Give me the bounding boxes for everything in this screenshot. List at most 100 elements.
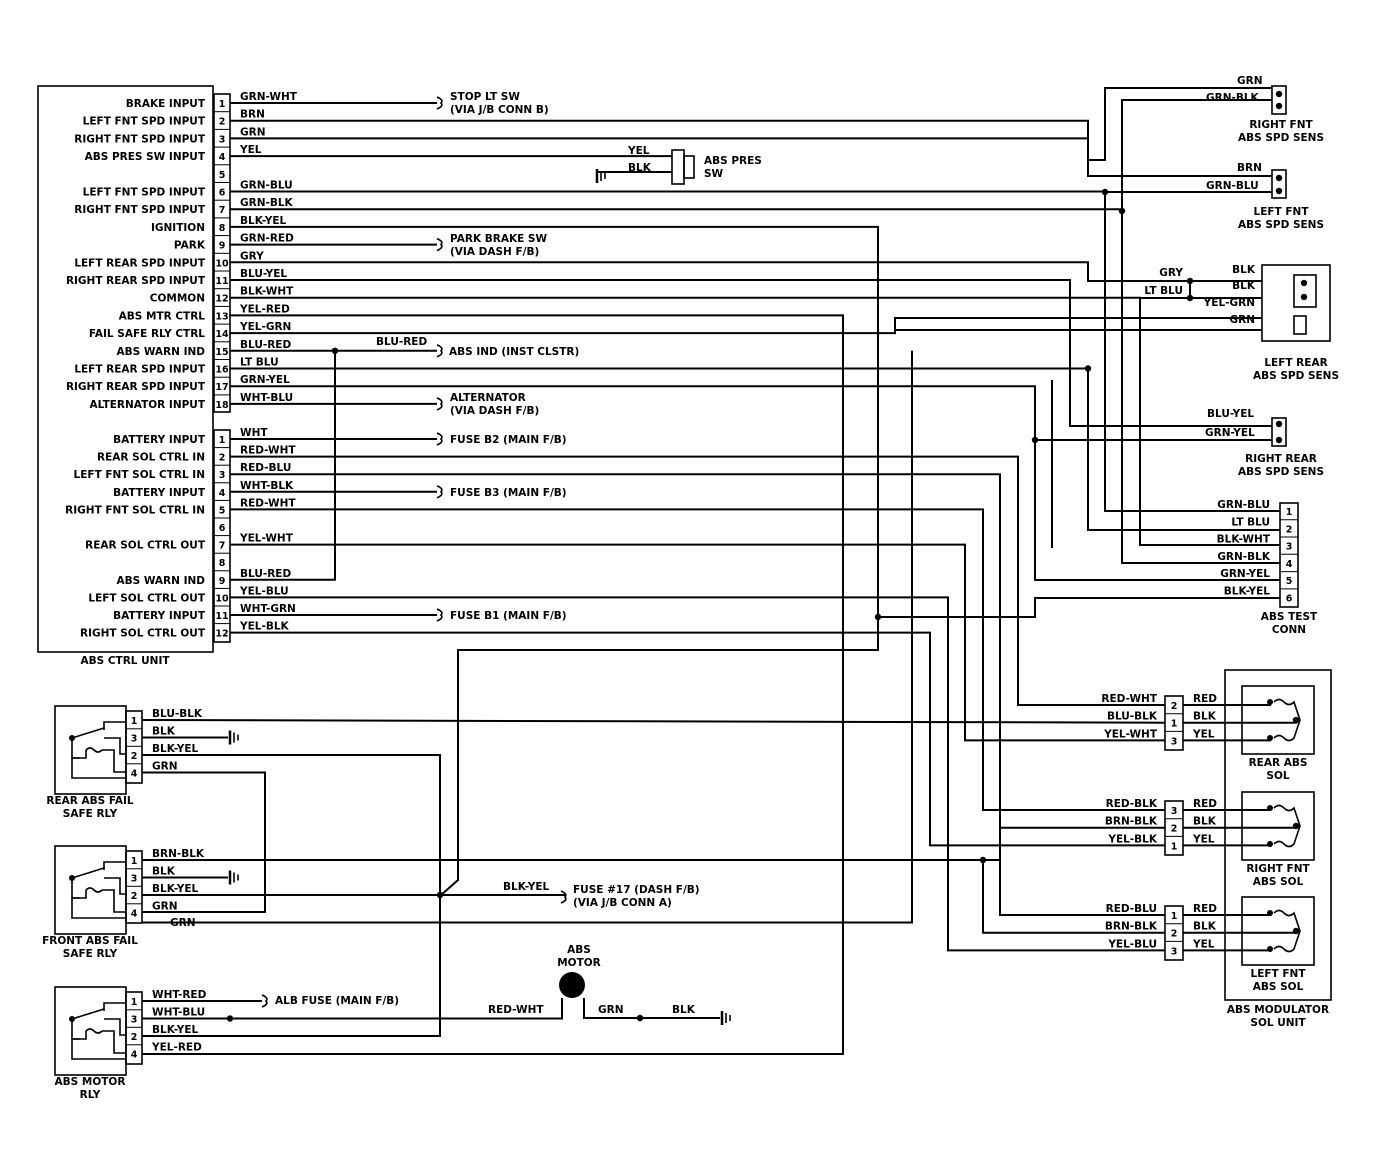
motor_rly-pin: 1 <box>131 997 138 1008</box>
test-conn-wire: LT BLU <box>1231 516 1270 528</box>
ecu-a-wire-label: BRN <box>240 109 265 121</box>
motor_rly-internal <box>102 1030 126 1054</box>
ecu-a-pin: 14 <box>215 329 229 340</box>
ecu-a-label: RIGHT REAR SPD INPUT <box>66 381 206 393</box>
front_fail_rly-pin: 1 <box>131 856 138 867</box>
test-conn-title: ABS TEST <box>1261 611 1318 623</box>
ecu-a-label: LEFT REAR SPD INPUT <box>74 257 206 269</box>
test-conn-pin: 1 <box>1286 507 1293 518</box>
connector-arrow-icon <box>436 96 443 110</box>
motor_rly-internal <box>71 1039 126 1060</box>
ecu-a-wire-label: GRY <box>240 250 264 262</box>
ecu-a-label: RIGHT FNT SPD INPUT <box>74 204 206 216</box>
rear_fail_rly-connector <box>125 710 143 784</box>
test-conn-pin: 4 <box>1286 559 1293 570</box>
ecu-a-pin: 1 <box>219 99 226 110</box>
alternator-label: ALTERNATOR <box>450 392 526 404</box>
ecu-a-pin: 10 <box>215 258 229 269</box>
ecu-a-label: FAIL SAFE RLY CTRL <box>89 328 205 340</box>
right-rear-sens-wire: BLU-YEL <box>1207 408 1254 420</box>
abs-motor-icon <box>559 972 585 998</box>
splice-dot <box>436 891 444 899</box>
right-rear-sens-wire: GRN-YEL <box>1205 427 1255 439</box>
ecu-a-wire-label: GRN <box>240 126 266 138</box>
test-conn-title: CONN <box>1272 624 1306 636</box>
wire <box>230 367 1280 531</box>
left-rear-sens-wire: BLK <box>1232 280 1256 292</box>
wire-layer <box>141 87 1297 1055</box>
ecu-b-pin: 10 <box>215 593 229 604</box>
test-conn-wire: BLK-WHT <box>1217 534 1271 546</box>
ecu-a-pin: 11 <box>215 276 228 287</box>
right_fnt_sol-connector <box>1164 800 1184 856</box>
ecu-a-pin: 12 <box>215 294 228 305</box>
right_fnt_sol-box <box>1241 791 1315 861</box>
ecu-a-pin: 16 <box>215 365 229 376</box>
modulator-title: SOL UNIT <box>1250 1017 1306 1029</box>
left_fnt_sol-pin: 2 <box>1171 929 1178 940</box>
wire <box>230 385 1280 581</box>
front_fail_rly-box <box>54 845 127 935</box>
ecu-b-wire-label: BLU-RED <box>240 568 291 580</box>
ecu-a-pin: 6 <box>219 188 226 199</box>
test-conn-pin: 6 <box>1286 594 1293 605</box>
ecu-a-wire-label: LT BLU <box>240 357 279 369</box>
ecu-a-wire-label: BLU-YEL <box>240 268 287 280</box>
ecu-b-pin: 3 <box>219 470 226 481</box>
ecu-a-pin: 15 <box>215 347 228 358</box>
abs-ind-label: ABS IND (INST CLSTR) <box>449 346 579 358</box>
ecu-a-wire-label: YEL-RED <box>239 303 290 315</box>
ecu-a-pin: 9 <box>219 241 226 252</box>
splice-dot <box>1300 279 1308 287</box>
wire <box>230 99 1272 211</box>
ecu-b-label: BATTERY INPUT <box>113 610 206 622</box>
left-fnt-sens-wire: BRN <box>1237 162 1262 174</box>
ecu-a-pin: 2 <box>219 117 226 128</box>
splice-dot <box>331 347 339 354</box>
motor_rly-switch-arm <box>71 1008 105 1020</box>
wire <box>583 998 720 1019</box>
test-conn-pin: 5 <box>1286 576 1293 587</box>
splice-dot <box>1084 365 1092 372</box>
ecu-b-wire-label: RED-WHT <box>240 497 296 509</box>
rear_sol-terminal <box>1267 735 1273 741</box>
left_fnt_sol-box <box>1241 896 1315 966</box>
ecu-a-pin: 17 <box>215 382 228 393</box>
wire <box>878 597 1280 618</box>
ecu-a-pin: 4 <box>219 152 226 163</box>
abs-pres-sw-title: SW <box>704 168 724 180</box>
abs-motor-wire: BLK <box>672 1004 696 1016</box>
test-conn-wire: GRN-BLU <box>1217 499 1270 511</box>
abs-pres-sw-title: ABS PRES <box>704 155 762 167</box>
front_fail_rly-wire: GRN <box>152 901 178 913</box>
rear_fail_rly-box <box>54 705 127 795</box>
front_fail_rly-pin: 4 <box>131 909 138 920</box>
left-fnt-sens-wire: GRN-BLU <box>1206 180 1259 192</box>
ecu-b-wire-label: YEL-WHT <box>239 533 294 545</box>
rear_fail_rly-internal <box>103 721 126 730</box>
left_fnt_sol-coil-icon <box>1273 909 1301 953</box>
wire <box>230 225 879 897</box>
right_fnt_sol-wire: YEL <box>1192 833 1215 845</box>
ecu-a-label: RIGHT FNT SPD INPUT <box>74 133 206 145</box>
ecu-b-pin: 5 <box>219 505 226 516</box>
front_fail_rly-internal <box>104 877 126 895</box>
ecu-a-label: LEFT FNT SPD INPUT <box>83 116 206 128</box>
rear_fail_rly-switch-arm <box>71 727 105 739</box>
ecu-a-wire-label: BLK-WHT <box>240 286 294 298</box>
rear_fail_rly-internal <box>102 749 126 773</box>
front_fail_rly-wire: BRN-BLK <box>152 848 205 860</box>
motor_rly-title: ABS MOTOR <box>55 1076 126 1088</box>
front-fail-rly-wire: GRN <box>170 917 196 929</box>
rear_fail_rly-pin: 2 <box>131 751 138 762</box>
splice-dot <box>1275 90 1283 98</box>
right_fnt_sol-title: ABS SOL <box>1253 876 1304 888</box>
abs-motor-title: MOTOR <box>557 957 601 969</box>
rear_sol-pin: 1 <box>1171 719 1178 730</box>
motor_rly-coil-icon <box>85 1028 103 1034</box>
ecu-a-label: ABS WARN IND <box>116 346 205 358</box>
front_fail_rly-internal <box>71 898 126 919</box>
right_fnt_sol-terminal <box>1267 805 1273 811</box>
ecu-a-wire-label: WHT-BLU <box>240 392 293 404</box>
